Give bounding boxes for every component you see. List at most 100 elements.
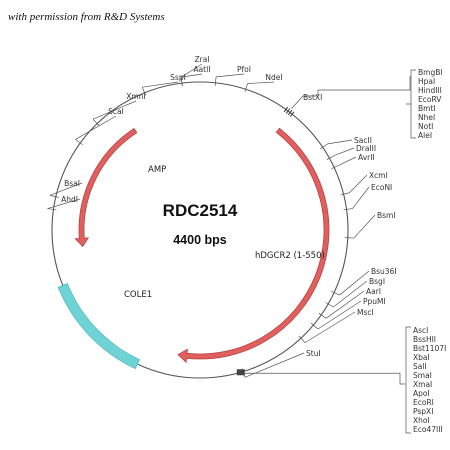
cluster-top-bracket: [406, 69, 416, 139]
cluster-top-site-nhei: NheI: [418, 113, 435, 122]
site-leader-scai: [75, 115, 117, 140]
site-leader-ahdi: [47, 198, 81, 209]
cluster-bottom-bracket: [405, 326, 411, 434]
site-tick-ahdi: [47, 208, 57, 211]
site-tick-sacii: [320, 143, 328, 150]
site-label-bsmi: BsmI: [377, 211, 396, 220]
site-leader-bsmi: [353, 214, 376, 239]
site-leader-ndei: [247, 81, 275, 84]
site-label-draiii: DraIII: [356, 144, 376, 153]
site-label-aatii: AatII: [193, 65, 210, 74]
site-label-aari: AarI: [366, 287, 381, 296]
site-leader-sspi: [142, 81, 179, 88]
plasmid-name: RDC2514: [163, 201, 238, 220]
site-label-ahdi: AhdI: [61, 195, 78, 204]
plasmid-backbone: [51, 81, 349, 379]
cluster-top-marker: [285, 108, 291, 114]
site-label-avrii: AvrII: [358, 153, 375, 162]
cluster-top-site-bmgbi: BmgBI: [418, 68, 443, 77]
site-label-stui: StuI: [306, 349, 321, 358]
site-leader-sacii: [327, 139, 353, 145]
cluster-bottom-site-apoi: ApoI: [413, 389, 430, 398]
cluster-top-leader: [291, 76, 411, 109]
site-clusters: BstXI BmgBIHpaIHindIIIEcoRVBmtINheINotIAl…: [236, 68, 446, 434]
site-label-sspi: SspI: [170, 73, 186, 82]
site-tick-pfoi: [214, 76, 217, 86]
site-tick-bsai: [49, 195, 59, 198]
site-tick-bsgi: [325, 302, 334, 308]
site-label-scai: ScaI: [108, 107, 124, 116]
site-tick-xmni: [92, 118, 100, 126]
cluster-bottom-site-sali: SalI: [413, 362, 427, 371]
site-label-zrai: ZraI: [194, 55, 209, 64]
site-leader-xcmi: [349, 174, 368, 193]
cluster-bottom-site-ecori: EcoRI: [413, 398, 434, 407]
site-leader-xmni: [92, 100, 137, 120]
cluster-top-site-ecorv: EcoRV: [418, 95, 442, 104]
cluster-top-marker: [289, 111, 295, 117]
site-leader-bsai: [49, 182, 83, 196]
site-leader-draiii: [334, 147, 355, 156]
site-label-ppumi: PpuMI: [363, 297, 386, 306]
site-tick-econi: [343, 208, 353, 211]
cluster-bottom-site-eco47iii: Eco47III: [413, 425, 443, 434]
feature-label-amp: AMP: [148, 165, 166, 175]
feature-label-cole1: COLE1: [124, 290, 152, 300]
cluster-bottom-site-bsshii: BssHII: [413, 335, 436, 344]
site-tick-ndei: [244, 83, 248, 93]
site-tick-msci: [298, 335, 306, 343]
cluster-bottom-site-xhoi: XhoI: [413, 416, 430, 425]
site-leader-aari: [325, 290, 365, 319]
site-label-econi: EcoNI: [371, 183, 392, 192]
site-leader-msci: [304, 311, 356, 343]
site-label-xcmi: XcmI: [369, 171, 388, 180]
site-leader-aatii: [181, 73, 203, 78]
plasmid-size: 4400 bps: [173, 233, 227, 247]
site-tick-xcmi: [340, 192, 350, 196]
cluster-top-site-hpai: HpaI: [418, 77, 435, 86]
site-tick-scai: [75, 139, 83, 146]
cluster-bottom-site-asci: AscI: [413, 326, 428, 335]
site-leader-pfoi: [216, 73, 245, 78]
site-leader-zrai: [181, 63, 203, 78]
site-label-bsgi: BsgI: [369, 277, 385, 286]
cluster-bottom-site-pspxi: PspXI: [413, 407, 433, 416]
cluster-bottom-site-xmai: XmaI: [413, 380, 432, 389]
site-label-sacii: SacII: [354, 136, 372, 145]
cluster-top-site-hindiii: HindIII: [418, 86, 442, 95]
cluster-bottom-leader: [244, 372, 405, 385]
site-leader-ppumi: [317, 300, 362, 330]
cluster-top-marker: [287, 109, 293, 116]
site-tick-aari: [318, 312, 327, 319]
cluster-top-site-alei: AleI: [418, 131, 432, 140]
site-leader-bsgi: [333, 280, 368, 308]
feature-hdgcr2-arrow: [177, 127, 330, 364]
site-tick-avrii: [331, 164, 340, 170]
site-leader-avrii: [339, 156, 357, 166]
cluster-bottom-site-bst1107i: Bst1107I: [413, 344, 446, 353]
cluster-top-site-bmti: BmtI: [418, 104, 436, 113]
site-tick-draiii: [326, 155, 335, 161]
site-tick-sspi: [141, 87, 147, 96]
site-label-msci: MscI: [357, 308, 374, 317]
cluster-top-marker: [283, 106, 289, 113]
site-tick-bsu36i: [331, 290, 340, 296]
site-leader-bsu36i: [339, 270, 370, 296]
site-label-pfoi: PfoI: [237, 65, 251, 74]
cluster-bottom-marker: [236, 369, 245, 376]
permission-note: with permission from R&D Systems: [8, 11, 165, 23]
site-leader-stui: [244, 352, 305, 378]
site-tick-ppumi: [310, 322, 319, 330]
cluster-top-site-noti: NotI: [418, 122, 433, 131]
site-label-bsai: BsaI: [64, 179, 80, 188]
site-tick-aatii: [180, 77, 183, 87]
cluster-bottom-site-xbai: XbaI: [413, 353, 430, 362]
site-label-bsu36i: Bsu36I: [371, 267, 397, 276]
site-label-ndei: NdeI: [265, 73, 282, 82]
site-label-bstxi: BstXI: [303, 93, 322, 102]
feature-amp-arrow: [74, 127, 138, 248]
feature-cole1-band: [57, 283, 140, 370]
